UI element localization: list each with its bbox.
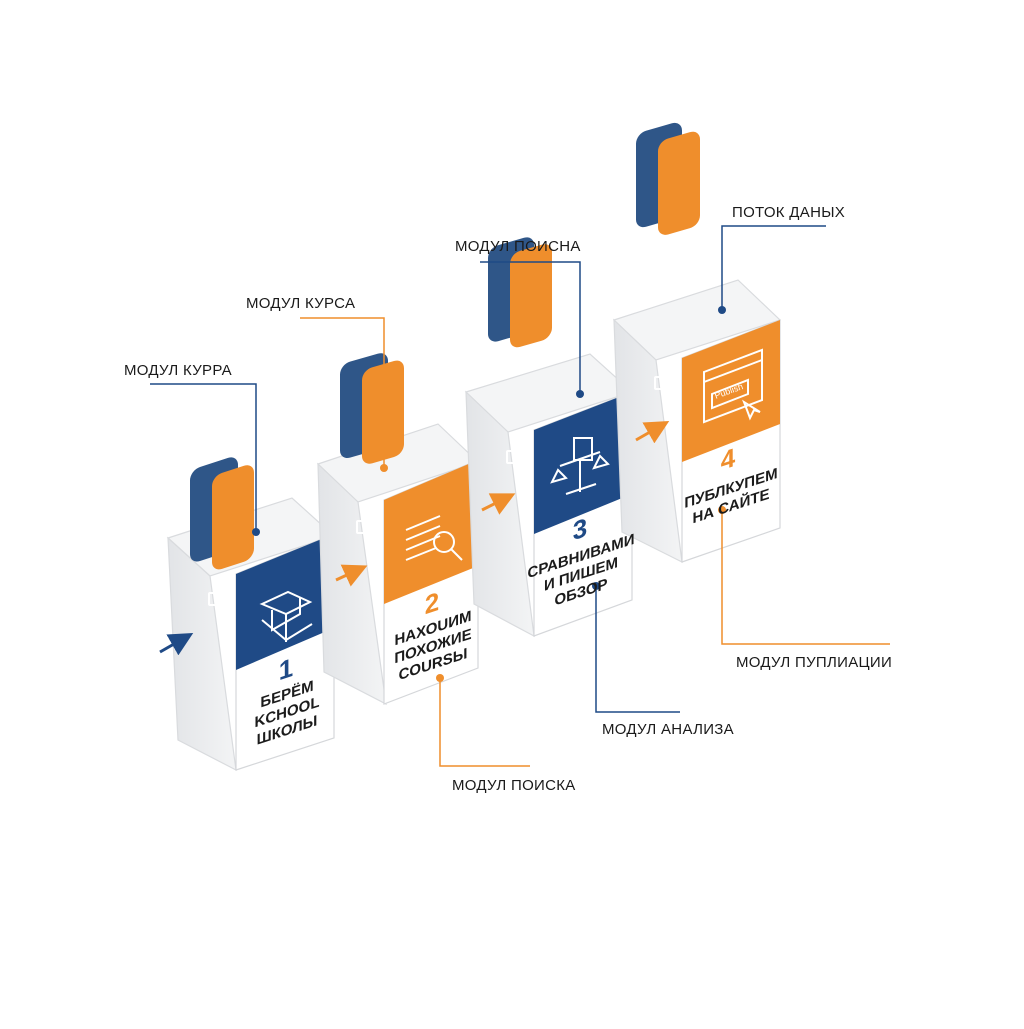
callout-line-module-3-bottom <box>595 588 680 713</box>
callout-line-module-4-bottom <box>721 512 890 645</box>
callout-dot-module-3-bottom <box>592 582 600 590</box>
graduation-book-icon <box>259 590 313 642</box>
callout-line-module-3 <box>480 261 581 392</box>
callout-line-module-2-bottom <box>439 680 530 767</box>
callout-line-module-4 <box>721 225 826 308</box>
module-3-glass-left <box>465 390 535 638</box>
scales-document-icon <box>550 437 610 495</box>
callout-lines <box>150 225 890 767</box>
module-2-front-panel <box>384 460 478 604</box>
callout-label-module-2: МОДУЛ КУРСА <box>246 295 356 312</box>
callout-dot-module-4-bottom <box>718 506 726 514</box>
module-1 <box>166 457 336 772</box>
module-2-glass-left <box>317 462 387 706</box>
module-4 <box>612 122 782 564</box>
module-1-glass-left <box>167 536 237 772</box>
module-4-front-panel <box>682 320 780 462</box>
module-2-back-card-orange <box>362 360 404 464</box>
module-3-sub-icon <box>506 450 520 464</box>
module-4-back-card-orange <box>658 131 700 235</box>
callout-line-module-1 <box>150 383 257 530</box>
module-1-front-panel <box>236 534 334 670</box>
module-4-sub-icon <box>654 376 668 390</box>
flow-arrow-2-3 <box>481 493 516 515</box>
flow-arrows <box>159 421 670 656</box>
callout-dot-module-2 <box>380 464 388 472</box>
flow-arrow-1-2 <box>335 564 368 587</box>
module-3-front-panel <box>534 392 632 534</box>
callout-label-module-2-bottom: МОДУЛ ПОИСКА <box>452 777 576 794</box>
flow-arrow-3-4 <box>635 421 670 444</box>
callout-label-module-3: МОДУЛ ПОИСНА <box>455 238 581 255</box>
callout-label-module-4-bottom: МОДУЛ ПУПЛИАЦИИ <box>736 654 893 671</box>
callout-dot-module-3 <box>576 390 584 398</box>
callout-label-module-4: ПОТОК ДАНЫХ <box>732 204 846 221</box>
module-4-glass-left <box>613 318 683 564</box>
callout-label-module-3-bottom: МОДУЛ АНАЛИЗА <box>602 721 734 738</box>
module-3-back-card-orange <box>510 244 552 348</box>
books-magnifier-icon <box>405 515 463 561</box>
flow-arrow-in <box>159 633 194 656</box>
publish-browser-icon <box>703 348 763 424</box>
callout-dot-module-4 <box>718 306 726 314</box>
module-1-sub-icon <box>208 592 222 606</box>
callout-dot-module-1 <box>252 528 260 536</box>
module-2-sub-icon <box>356 520 370 534</box>
callout-label-module-1: МОДУЛ КУРРА <box>124 362 232 379</box>
callout-line-module-2 <box>300 317 385 466</box>
module-1-back-card-orange <box>212 465 254 570</box>
callout-dot-module-2-bottom <box>436 674 444 682</box>
